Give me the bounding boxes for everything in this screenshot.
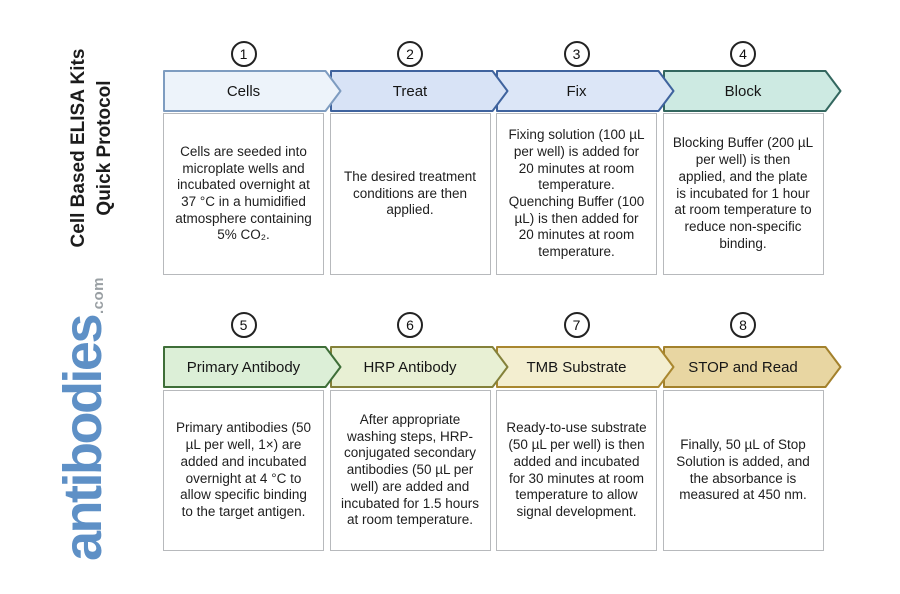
step-4-description: Blocking Buffer (200 µL per well) is the… bbox=[662, 113, 824, 275]
step-4-label: Block bbox=[724, 82, 762, 100]
description-text: After appropriate washing steps, HRP-con… bbox=[340, 411, 480, 528]
step-number: 7 bbox=[572, 317, 581, 333]
step-4-circle: 4 bbox=[730, 41, 756, 67]
step-8-description: Finally, 50 µL of Stop Solution is added… bbox=[662, 390, 824, 551]
description-text: Cells are seeded into microplate wells a… bbox=[175, 143, 312, 243]
step-5-label: Primary Antibody bbox=[186, 358, 301, 376]
description-text: Primary antibodies (50 µL per well, 1×) … bbox=[175, 420, 312, 519]
step-3-circle: 3 bbox=[563, 41, 590, 67]
step-5-circle: 5 bbox=[230, 312, 257, 338]
step-6-description: After appropriate washing steps, HRP-con… bbox=[329, 390, 491, 551]
step-7-label: TMB Substrate bbox=[526, 358, 627, 376]
step-5-arrow bbox=[163, 346, 342, 388]
step-3-description: Fixing solution (100 µL per well) is add… bbox=[496, 113, 657, 275]
description-text: Ready-to-use substrate (50 µL per well) … bbox=[506, 420, 647, 519]
step-number: 6 bbox=[406, 317, 414, 333]
step-number: 3 bbox=[572, 46, 581, 62]
logo-wordmark: antibodies bbox=[53, 316, 113, 562]
step-1-label: Cells bbox=[226, 82, 261, 100]
step-3-label: Fix bbox=[566, 82, 587, 100]
chevron-arrow-shape bbox=[163, 346, 342, 388]
step-6-label: HRP Antibody bbox=[363, 358, 457, 376]
description-text: Fixing solution (100 µL per well) is add… bbox=[508, 127, 645, 260]
description-text: Finally, 50 µL of Stop Solution is added… bbox=[676, 437, 810, 503]
step-1-description: Cells are seeded into microplate wells a… bbox=[163, 113, 324, 275]
step-8-label: STOP and Read bbox=[688, 358, 798, 376]
step-2-description: The desired treatment conditions are the… bbox=[329, 113, 491, 275]
step-1-circle: 1 bbox=[230, 41, 257, 67]
step-number: 1 bbox=[239, 46, 248, 62]
step-7-description: Ready-to-use substrate (50 µL per well) … bbox=[496, 390, 657, 551]
step-number: 4 bbox=[739, 46, 747, 62]
description-text: Blocking Buffer (200 µL per well) is the… bbox=[672, 135, 814, 251]
page-title-line2: Quick Protocol bbox=[94, 80, 115, 216]
antibodies-logo: antibodies .com bbox=[46, 270, 120, 570]
step-2-label: Treat bbox=[392, 82, 428, 100]
page-title-line1: Cell Based ELISA Kits bbox=[68, 48, 89, 248]
step-7-circle: 7 bbox=[563, 312, 590, 338]
step-2-circle: 2 bbox=[397, 41, 423, 67]
step-6-circle: 6 bbox=[397, 312, 423, 338]
logo-tld: .com bbox=[89, 276, 107, 314]
step-8-circle: 8 bbox=[730, 312, 756, 338]
description-text: The desired treatment conditions are the… bbox=[343, 168, 477, 218]
step-1-arrow bbox=[163, 70, 342, 112]
step-number: 8 bbox=[739, 317, 747, 333]
chevron-arrow-shape bbox=[163, 70, 342, 112]
step-number: 5 bbox=[239, 317, 248, 333]
page-title: Cell Based ELISA Kits Quick Protocol bbox=[64, 34, 120, 262]
step-5-description: Primary antibodies (50 µL per well, 1×) … bbox=[163, 390, 324, 551]
step-number: 2 bbox=[406, 46, 414, 62]
